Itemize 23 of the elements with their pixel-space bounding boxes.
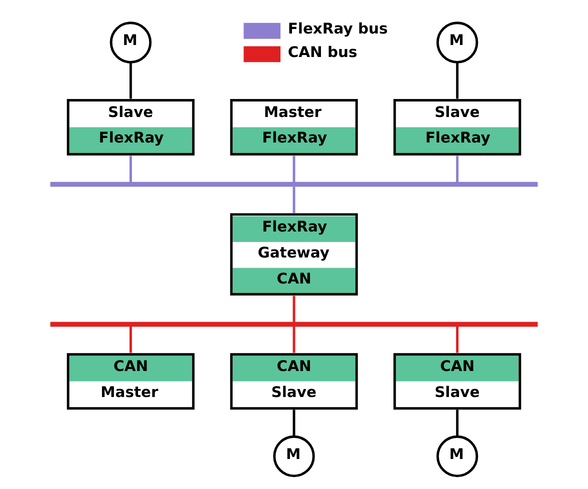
node-box: CAN Master — [66, 353, 195, 410]
connector — [456, 410, 459, 437]
connector — [129, 62, 132, 99]
connector — [129, 156, 132, 182]
node-circle: M — [273, 435, 315, 478]
connector — [129, 326, 132, 353]
connector — [456, 326, 459, 353]
connector — [292, 186, 296, 214]
node-circle: M — [436, 435, 478, 478]
node-bar — [50, 182, 538, 187]
legend-label: CAN bus — [288, 44, 358, 61]
connector — [456, 156, 459, 182]
connector — [456, 62, 459, 99]
node-bar — [50, 322, 538, 327]
node-box: CAN Slave — [393, 353, 522, 410]
connector — [292, 156, 296, 182]
node-box: CAN Slave — [230, 353, 358, 410]
node-circle: M — [436, 22, 478, 64]
node-circle: M — [110, 22, 152, 64]
connector — [292, 326, 296, 353]
connector — [292, 296, 296, 322]
legend-label: FlexRay bus — [288, 20, 388, 38]
connector — [292, 410, 296, 437]
